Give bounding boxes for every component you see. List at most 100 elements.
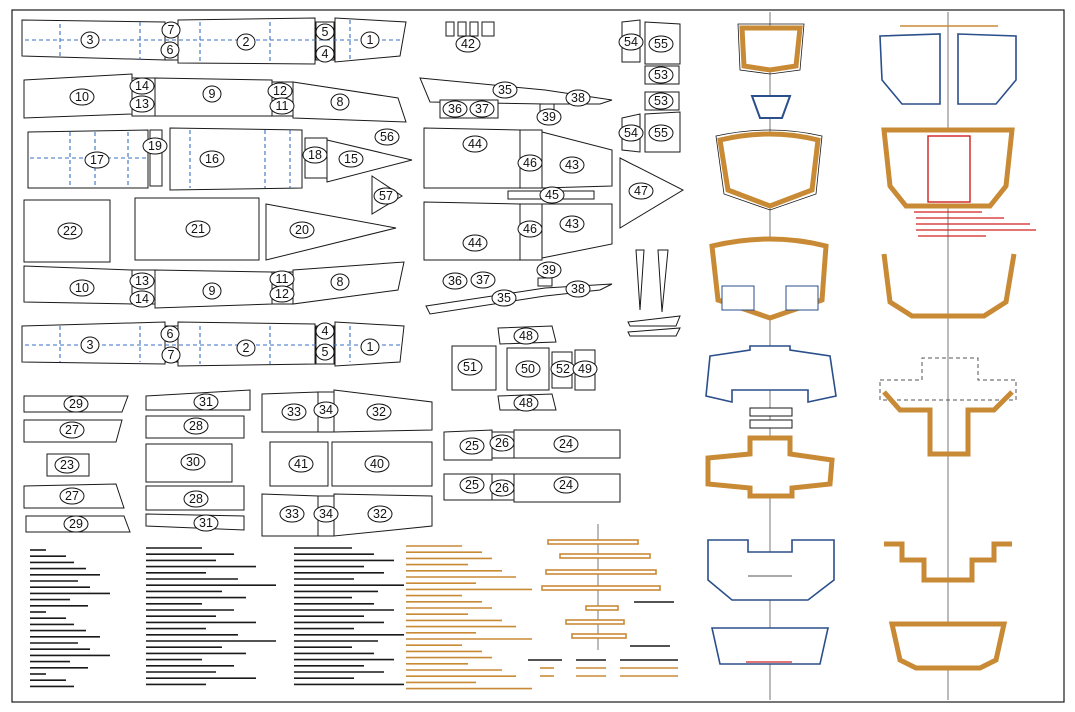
part-label: 8 (330, 93, 350, 111)
parts-list-lines (30, 524, 678, 690)
part-label: 14 (129, 77, 155, 95)
part-label: 31 (193, 393, 219, 411)
svg-text:45: 45 (545, 188, 559, 202)
svg-text:49: 49 (578, 362, 592, 376)
part-label: 41 (288, 455, 314, 473)
part-label: 20 (289, 221, 315, 239)
svg-text:41: 41 (294, 457, 308, 471)
part-label: 43 (559, 215, 585, 233)
svg-text:46: 46 (523, 156, 537, 170)
part-label: 5 (315, 23, 335, 41)
frame-assembly-views (705, 12, 837, 700)
part-label: 5 (315, 343, 335, 361)
part-label: 47 (628, 182, 654, 200)
part-label: 1 (360, 338, 380, 356)
part-label: 54 (618, 124, 644, 142)
svg-text:13: 13 (135, 97, 149, 111)
part-label: 37 (469, 100, 495, 118)
part-label: 46 (517, 154, 543, 172)
svg-text:21: 21 (191, 222, 205, 236)
svg-text:28: 28 (189, 419, 203, 433)
svg-text:14: 14 (135, 79, 149, 93)
svg-text:12: 12 (273, 84, 287, 98)
svg-text:32: 32 (372, 405, 386, 419)
svg-text:28: 28 (189, 492, 203, 506)
svg-text:34: 34 (319, 507, 333, 521)
svg-text:48: 48 (519, 396, 533, 410)
part-label: 36 (442, 100, 468, 118)
part-label: 39 (536, 108, 562, 126)
svg-text:22: 22 (63, 224, 77, 238)
svg-text:3: 3 (87, 33, 94, 47)
part-label: 37 (470, 271, 496, 289)
svg-text:53: 53 (654, 94, 668, 108)
svg-text:40: 40 (370, 457, 384, 471)
part-label: 32 (367, 505, 393, 523)
svg-text:32: 32 (373, 507, 387, 521)
svg-text:5: 5 (322, 345, 329, 359)
part-label: 22 (57, 222, 83, 240)
svg-text:27: 27 (65, 423, 79, 437)
part-label: 33 (281, 403, 307, 421)
svg-text:34: 34 (319, 403, 333, 417)
svg-text:43: 43 (565, 158, 579, 172)
part-label: 11 (269, 270, 295, 288)
svg-text:43: 43 (565, 217, 579, 231)
part-label: 32 (366, 403, 392, 421)
part-label: 17 (84, 151, 110, 169)
part-label: 27 (59, 487, 85, 505)
part-label: 3 (80, 31, 100, 49)
part-label: 34 (313, 401, 339, 419)
part-label: 30 (180, 453, 206, 471)
part-label: 10 (69, 88, 95, 106)
part-label: 9 (202, 85, 222, 103)
part-label: 40 (364, 455, 390, 473)
part-label: 54 (618, 33, 644, 51)
frame-assembly-views-b (879, 12, 1036, 700)
part-label: 38 (565, 89, 591, 107)
part-label: 25 (459, 437, 485, 455)
part-label: 24 (553, 435, 579, 453)
part-label: 44 (462, 234, 488, 252)
part-label: 42 (455, 35, 481, 53)
svg-text:10: 10 (75, 90, 89, 104)
part-label: 44 (462, 135, 488, 153)
svg-text:14: 14 (135, 292, 149, 306)
part-label: 53 (648, 66, 674, 84)
part-label: 48 (513, 327, 539, 345)
part-label: 33 (279, 505, 305, 523)
svg-text:12: 12 (275, 287, 289, 301)
part-label: 16 (199, 150, 225, 168)
svg-text:50: 50 (521, 362, 535, 376)
part-label: 49 (572, 360, 598, 378)
svg-text:52: 52 (556, 362, 570, 376)
svg-text:25: 25 (465, 439, 479, 453)
part-label: 8 (330, 273, 350, 291)
svg-text:29: 29 (69, 517, 83, 531)
part-label: 28 (183, 417, 209, 435)
part-label: 2 (236, 33, 256, 51)
part-label: 13 (129, 95, 155, 113)
svg-text:24: 24 (559, 437, 573, 451)
part-label: 56 (374, 128, 400, 146)
svg-text:37: 37 (475, 102, 489, 116)
svg-text:27: 27 (65, 489, 79, 503)
part-label: 52 (550, 360, 576, 378)
svg-text:44: 44 (468, 137, 482, 151)
part-label: 1 (360, 31, 380, 49)
svg-text:38: 38 (571, 91, 585, 105)
part-label: 28 (183, 490, 209, 508)
part-label: 14 (129, 290, 155, 308)
svg-text:15: 15 (344, 152, 358, 166)
part-label: 7 (161, 346, 181, 364)
svg-text:9: 9 (209, 87, 216, 101)
svg-text:38: 38 (571, 282, 585, 296)
svg-text:33: 33 (285, 507, 299, 521)
svg-text:1: 1 (367, 33, 374, 47)
part-label: 11 (269, 97, 295, 115)
svg-text:26: 26 (495, 481, 509, 495)
svg-text:5: 5 (322, 25, 329, 39)
svg-text:33: 33 (287, 405, 301, 419)
part-label: 39 (536, 261, 562, 279)
